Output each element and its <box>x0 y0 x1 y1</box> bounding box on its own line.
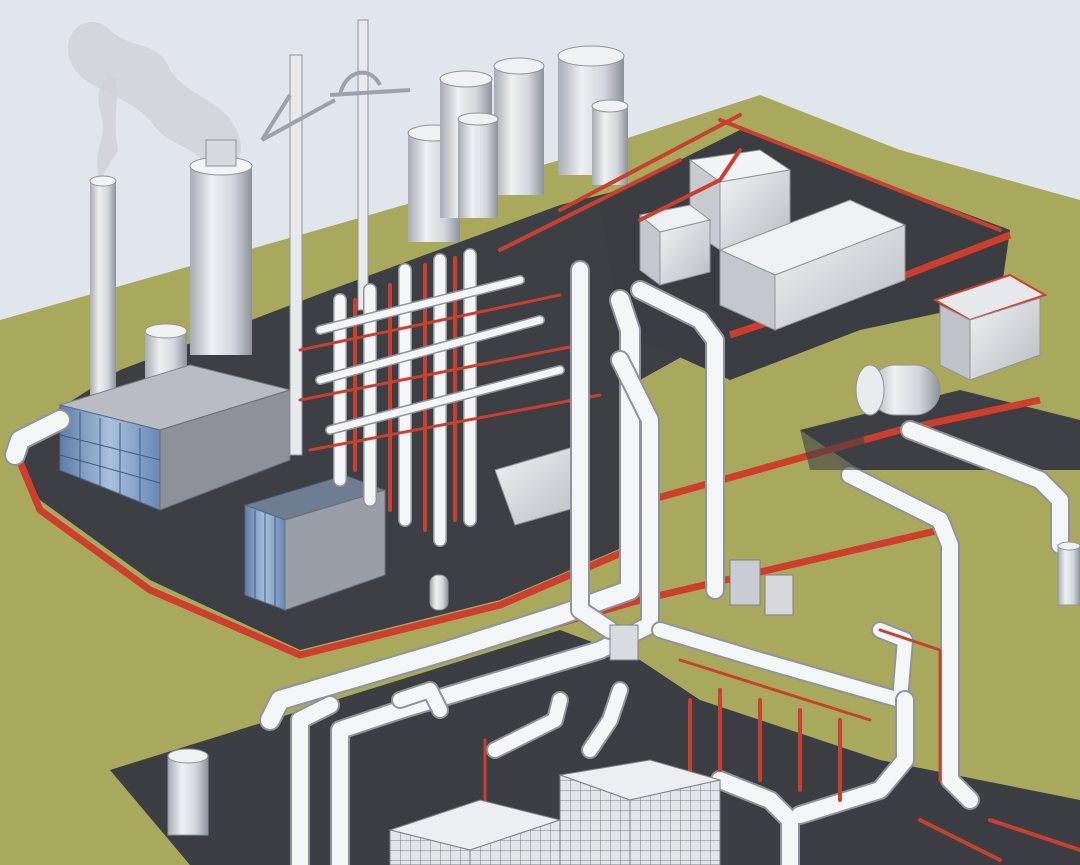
standalone-tank-left <box>167 748 209 836</box>
mast-arm-left <box>260 93 336 142</box>
main-stack <box>190 165 252 355</box>
standalone-tank-right <box>1057 541 1080 606</box>
small-tank-top <box>144 323 188 339</box>
cooling-block-right <box>558 759 721 865</box>
asphalt-right-strip <box>800 420 870 470</box>
horizontal-tank <box>855 364 941 416</box>
smoke-wisp <box>97 77 118 180</box>
red-pad-border-left <box>11 448 642 659</box>
central-pipe-rack <box>298 248 602 547</box>
thin-chimney <box>90 180 116 410</box>
smoke-plume <box>68 21 241 171</box>
warehouse-block-2 <box>718 199 907 331</box>
cooling-block-left <box>388 799 562 865</box>
main-building-windows <box>59 412 161 502</box>
stack-cap <box>205 139 237 167</box>
pump-shed <box>932 273 1048 381</box>
main-building-side <box>159 389 291 511</box>
mast-left <box>289 54 303 456</box>
gas-cylinder <box>429 574 449 611</box>
mast-right <box>357 19 369 311</box>
warehouse-block-3 <box>638 204 712 286</box>
red-pipelines <box>483 113 1080 865</box>
mast-arm-right <box>329 70 411 97</box>
valve-cabinets <box>609 559 794 661</box>
thin-chimney-top <box>89 175 117 187</box>
silo-cluster <box>407 45 629 242</box>
solar-building <box>243 474 387 611</box>
